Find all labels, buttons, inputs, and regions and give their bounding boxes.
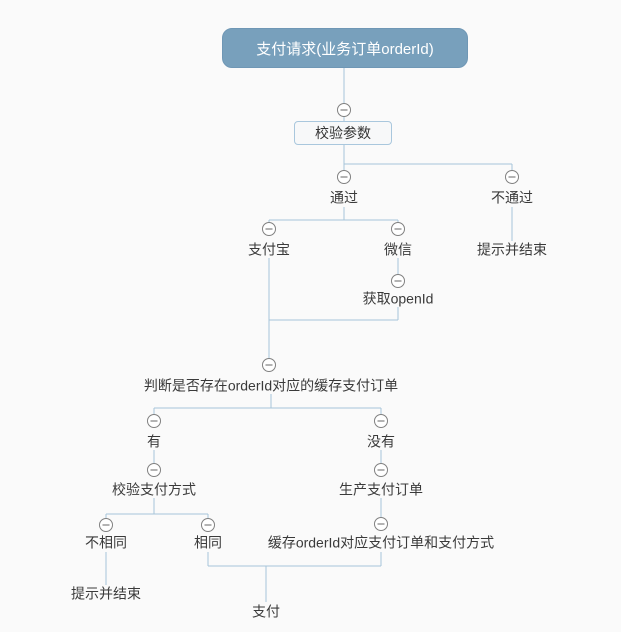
alipay-collapse-icon[interactable] bbox=[262, 222, 276, 236]
check-cached-order-collapse-icon[interactable] bbox=[262, 358, 276, 372]
pass-collapse-icon[interactable] bbox=[337, 170, 351, 184]
exists-collapse-icon[interactable] bbox=[147, 414, 161, 428]
cache-order-method-collapse-icon[interactable] bbox=[374, 517, 388, 531]
node-get-openid[interactable]: 获取openId bbox=[362, 290, 434, 307]
node-diff-prompt-end[interactable]: 提示并结束 bbox=[71, 585, 141, 602]
wechat-collapse-icon[interactable] bbox=[391, 222, 405, 236]
node-cache-order-method[interactable]: 缓存orderId对应支付订单和支付方式 bbox=[267, 534, 495, 551]
create-pay-order-collapse-icon[interactable] bbox=[374, 463, 388, 477]
get-openid-collapse-icon[interactable] bbox=[391, 274, 405, 288]
node-pass[interactable]: 通过 bbox=[330, 189, 358, 206]
validate-params-collapse-icon[interactable] bbox=[337, 103, 351, 117]
node-fail[interactable]: 不通过 bbox=[491, 189, 533, 206]
node-check-cached-order[interactable]: 判断是否存在orderId对应的缓存支付订单 bbox=[143, 377, 399, 394]
same-collapse-icon[interactable] bbox=[201, 518, 215, 532]
node-alipay[interactable]: 支付宝 bbox=[248, 241, 290, 258]
different-collapse-icon[interactable] bbox=[99, 518, 113, 532]
node-pay[interactable]: 支付 bbox=[252, 603, 280, 620]
node-exists[interactable]: 有 bbox=[147, 433, 161, 450]
not-exists-collapse-icon[interactable] bbox=[374, 414, 388, 428]
node-create-pay-order[interactable]: 生产支付订单 bbox=[339, 481, 423, 498]
node-validate-params[interactable]: 校验参数 bbox=[294, 121, 392, 145]
node-payment-request-root[interactable]: 支付请求(业务订单orderId) bbox=[222, 28, 468, 68]
node-different[interactable]: 不相同 bbox=[85, 534, 127, 551]
fail-collapse-icon[interactable] bbox=[505, 170, 519, 184]
node-fail-prompt-end[interactable]: 提示并结束 bbox=[477, 241, 547, 258]
node-wechat[interactable]: 微信 bbox=[384, 241, 412, 258]
node-not-exists[interactable]: 没有 bbox=[367, 433, 395, 450]
node-verify-pay-method[interactable]: 校验支付方式 bbox=[112, 481, 196, 498]
verify-pay-method-collapse-icon[interactable] bbox=[147, 463, 161, 477]
node-same[interactable]: 相同 bbox=[194, 534, 222, 551]
